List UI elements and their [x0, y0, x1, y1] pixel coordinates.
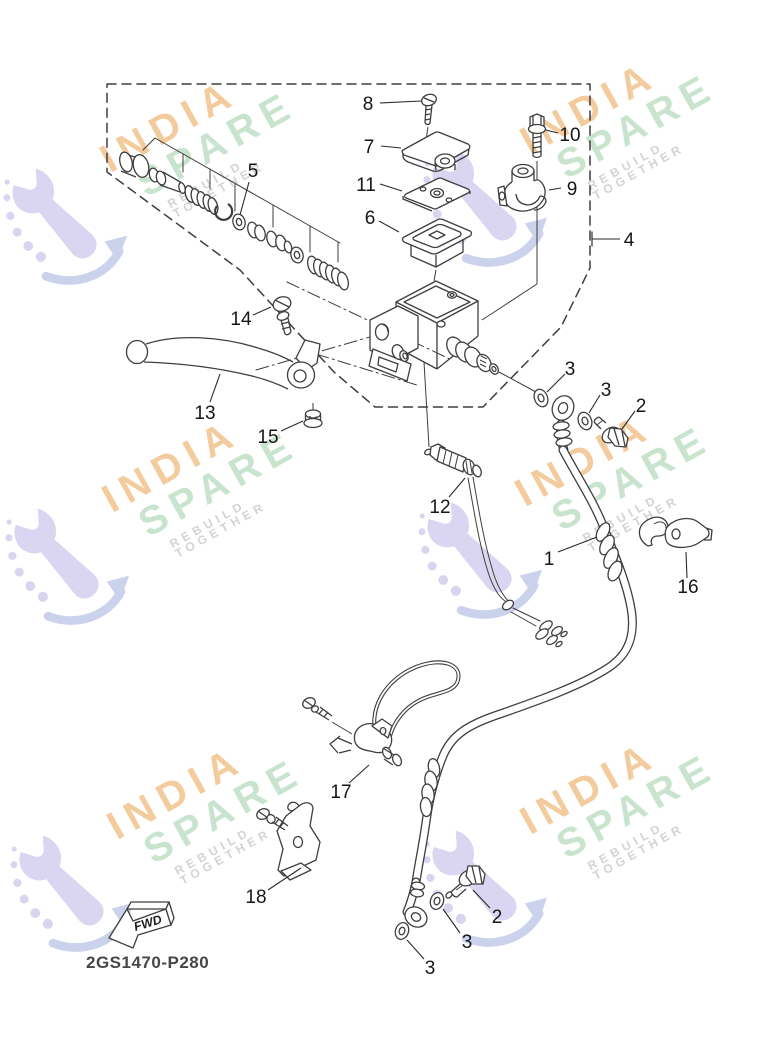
callout-7: 7 [364, 137, 402, 158]
part-number-label: 1 [544, 549, 555, 570]
callout-6: 6 [365, 208, 400, 233]
drawing-code: 2GS1470-P280 [86, 953, 210, 972]
part-number-label: 10 [559, 125, 580, 146]
part-number-label: 2 [492, 907, 503, 928]
callout-16: 16 [677, 551, 699, 598]
brake-hose [402, 395, 637, 928]
callout-13: 13 [194, 373, 221, 424]
callout-3: 3 [546, 359, 576, 393]
handlebar-clamp-bolt [481, 113, 547, 321]
brake-lever [125, 336, 321, 390]
part-number-label: 8 [363, 94, 374, 115]
part-number-label: 15 [257, 427, 278, 448]
part-number-label: 17 [330, 782, 351, 803]
part-number-label: 18 [245, 887, 266, 908]
callout-11: 11 [356, 175, 403, 196]
part-number-label: 7 [364, 137, 375, 158]
part-number-label: 12 [429, 497, 450, 518]
callout-1: 1 [544, 536, 598, 570]
banjo-washers-upper [533, 388, 593, 431]
part-number-label: 3 [425, 958, 436, 979]
part-number-label: 5 [248, 161, 259, 182]
fwd-arrow: FWD [108, 901, 175, 949]
part-number-label: 16 [677, 577, 698, 598]
diaphragm [401, 218, 473, 282]
part-number-label: 3 [565, 359, 576, 380]
banjo-bolt-lower [445, 865, 486, 899]
part-number-label: 6 [365, 208, 376, 229]
callout-17: 17 [330, 764, 370, 803]
reservoir-cap [401, 131, 471, 172]
callout-9: 9 [548, 179, 578, 200]
callout-18: 18 [245, 867, 302, 908]
hose-clamp [638, 516, 713, 549]
brake-switch [424, 443, 568, 648]
callout-2: 2 [621, 396, 647, 430]
part-number-label: 2 [636, 396, 647, 417]
callout-12: 12 [429, 477, 466, 518]
master-cylinder-holder [497, 163, 547, 212]
banjo-bolt-upper [593, 416, 629, 448]
lever-pivot-bolt [272, 296, 292, 336]
master-cylinder-kit [119, 137, 350, 291]
callout-3: 3 [442, 908, 473, 953]
assembly-box [106, 83, 593, 408]
part-number-label: 14 [230, 309, 252, 330]
hose-bracket [256, 801, 321, 881]
part-number-label: 11 [356, 175, 376, 196]
callout-8: 8 [363, 94, 422, 115]
callout-14: 14 [230, 306, 272, 330]
callout-3: 3 [406, 939, 436, 979]
part-number-label: 4 [624, 230, 635, 251]
callout-4: 4 [592, 230, 635, 251]
lead-wire-clamp [302, 697, 403, 767]
lever-pivot-nut [303, 403, 323, 429]
part-number-label: 13 [194, 403, 215, 424]
part-number-label: 3 [601, 380, 612, 401]
callout-5: 5 [239, 161, 259, 216]
callout-15: 15 [257, 420, 304, 448]
wire-lead-loop [372, 660, 461, 742]
callout-10: 10 [545, 125, 581, 146]
diaphragm-plate [402, 177, 471, 212]
part-number-label: 9 [567, 179, 578, 200]
part-number-label: 3 [462, 932, 473, 953]
master-cylinder-body [395, 280, 537, 448]
callout-2: 2 [472, 889, 503, 928]
callout-3: 3 [588, 380, 612, 414]
